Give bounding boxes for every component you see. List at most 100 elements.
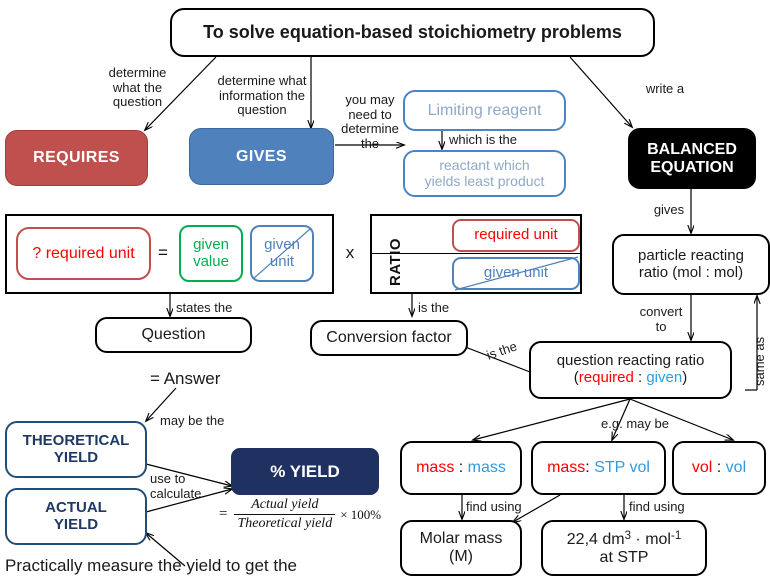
qratio-open-paren: ( xyxy=(573,369,579,386)
node-balanced-equation[interactable]: BALANCED EQUATION xyxy=(628,128,756,189)
mass-stp-b: STP vol xyxy=(594,459,650,477)
mass-stp-colon: : xyxy=(585,459,595,477)
node-balanced-line2: EQUATION xyxy=(650,158,734,176)
node-mass-mass-label: mass : mass xyxy=(416,459,506,477)
node-requires[interactable]: REQUIRES xyxy=(5,130,148,186)
molar-vol-a: 22,4 dm xyxy=(566,530,625,548)
node-theoretical-line2: YIELD xyxy=(53,448,99,466)
label-determine-question: determine what the question xyxy=(108,65,167,110)
node-reactant-least-product[interactable]: reactant which yields least product xyxy=(403,150,566,197)
node-particle-line2: ratio (mol : mol) xyxy=(638,263,744,281)
vol-vol-b: vol xyxy=(725,459,747,477)
ratio-vertical-label: RATIO xyxy=(387,237,404,286)
node-given-unit-ratio-label: given unit xyxy=(483,264,549,282)
node-given-unit-cancel[interactable]: given unit xyxy=(250,225,314,282)
node-requires-label: REQUIRES xyxy=(33,149,120,167)
label-find-using-right: find using xyxy=(629,499,685,514)
node-actual-line1: ACTUAL xyxy=(45,498,107,516)
node-conversion-factor-label: Conversion factor xyxy=(326,329,452,347)
formula-numerator: Actual yield xyxy=(234,497,336,515)
label-find-using-left: find using xyxy=(466,499,522,514)
mass-stp-a: mass xyxy=(547,459,586,477)
label-states-the: states the xyxy=(176,300,233,315)
node-actual-yield[interactable]: ACTUAL YIELD xyxy=(5,488,147,545)
label-same-as: same as xyxy=(752,336,767,386)
node-given-unit-line2: unit xyxy=(269,252,295,270)
node-molar-volume[interactable]: 22,4 dm3 · mol-1 at STP xyxy=(541,520,707,576)
node-molar-volume-line2: at STP xyxy=(599,548,649,566)
node-theoretical-yield[interactable]: THEORETICAL YIELD xyxy=(5,421,147,478)
label-is-the-conversion: is the xyxy=(418,300,450,315)
node-particle-ratio[interactable]: particle reacting ratio (mol : mol) xyxy=(612,234,770,295)
node-balanced-line1: BALANCED xyxy=(647,140,737,158)
mass-mass-colon: : xyxy=(454,459,468,477)
vol-vol-colon: : xyxy=(712,459,726,477)
node-gives[interactable]: GIVES xyxy=(189,128,334,185)
label-is-the-qratio: is the xyxy=(484,338,519,363)
formula-multiplier: × 100% xyxy=(340,506,382,522)
mass-mass-b: mass xyxy=(467,459,506,477)
node-question[interactable]: Question xyxy=(95,317,252,353)
mass-mass-a: mass xyxy=(416,459,455,477)
node-percent-yield[interactable]: % YIELD xyxy=(231,448,379,495)
label-may-be-the: may be the xyxy=(160,413,225,428)
node-qratio-line1: question reacting ratio xyxy=(556,352,705,370)
node-required-unit-question[interactable]: ? required unit xyxy=(16,227,151,280)
label-you-may-need: you may need to determine the xyxy=(341,92,399,151)
node-question-reacting-ratio[interactable]: question reacting ratio (required : give… xyxy=(529,341,732,399)
node-given-unit-line1: given xyxy=(264,235,300,253)
qratio-close-paren: ) xyxy=(682,369,688,386)
node-vol-vol[interactable]: vol : vol xyxy=(672,441,766,495)
node-molar-mass-line2: (M) xyxy=(449,548,473,565)
label-eg-may-be: e.g. may be xyxy=(601,416,669,431)
node-root-label: To solve equation-based stoichiometry pr… xyxy=(203,22,622,43)
equals-sign-1: = xyxy=(158,243,168,262)
node-required-unit-label: required unit xyxy=(474,226,558,244)
node-mass-stp-vol[interactable]: mass: STP vol xyxy=(531,441,666,495)
node-qratio-line2: (required : given) xyxy=(573,369,688,387)
qratio-colon: : xyxy=(633,369,647,386)
node-molar-mass-line1: Molar mass xyxy=(419,530,503,548)
formula-equals: = xyxy=(219,506,228,522)
node-limiting-reagent-label: Limiting reagent xyxy=(427,101,542,119)
molar-vol-sup2: -1 xyxy=(670,529,682,542)
molar-vol-sup: 3 xyxy=(624,529,631,542)
label-write-a: write a xyxy=(645,81,685,96)
node-molar-volume-line1: 22,4 dm3 · mol-1 xyxy=(567,530,681,549)
node-mass-mass[interactable]: mass : mass xyxy=(400,441,522,495)
label-convert-to: convert to xyxy=(639,304,683,334)
label-which-is-the: which is the xyxy=(449,132,517,147)
node-gives-label: GIVES xyxy=(236,147,287,165)
ratio-fraction-line xyxy=(370,253,582,254)
node-reactant-line2: yields least product xyxy=(424,172,545,189)
node-required-unit[interactable]: required unit xyxy=(452,219,580,252)
node-given-value[interactable]: given value xyxy=(179,225,243,282)
node-percent-yield-label: % YIELD xyxy=(270,461,340,481)
label-answer: = Answer xyxy=(150,369,221,388)
node-limiting-reagent[interactable]: Limiting reagent xyxy=(403,90,566,131)
node-mass-stp-label: mass: STP vol xyxy=(547,459,650,477)
node-required-unit-question-label: ? required unit xyxy=(32,244,135,262)
label-gives-edge: gives xyxy=(653,202,685,217)
node-actual-line2: YIELD xyxy=(53,515,99,533)
node-molar-mass[interactable]: Molar mass (M) xyxy=(400,520,522,576)
times-sign: x xyxy=(345,243,355,262)
edge-root-balanced xyxy=(569,56,632,127)
node-question-label: Question xyxy=(141,326,206,344)
node-reactant-line1: reactant which xyxy=(439,156,530,173)
label-practically-measure: Practically measure the yield to get the xyxy=(5,556,297,575)
percent-yield-formula: = Actual yield Theoretical yield × 100% xyxy=(219,497,381,532)
node-conversion-factor[interactable]: Conversion factor xyxy=(310,320,468,356)
node-vol-vol-label: vol : vol xyxy=(692,459,746,477)
qratio-given: given xyxy=(646,369,683,386)
node-given-value-line2: value xyxy=(193,252,229,270)
node-theoretical-line1: THEORETICAL xyxy=(22,431,130,449)
label-use-to-calculate: use to calculate xyxy=(150,471,202,501)
node-particle-line1: particle reacting xyxy=(638,246,744,264)
node-given-unit-ratio[interactable]: given unit xyxy=(452,257,580,290)
formula-denominator: Theoretical yield xyxy=(237,516,333,531)
node-root[interactable]: To solve equation-based stoichiometry pr… xyxy=(170,8,655,57)
node-given-value-line1: given xyxy=(193,235,229,253)
qratio-required: required xyxy=(578,369,634,386)
